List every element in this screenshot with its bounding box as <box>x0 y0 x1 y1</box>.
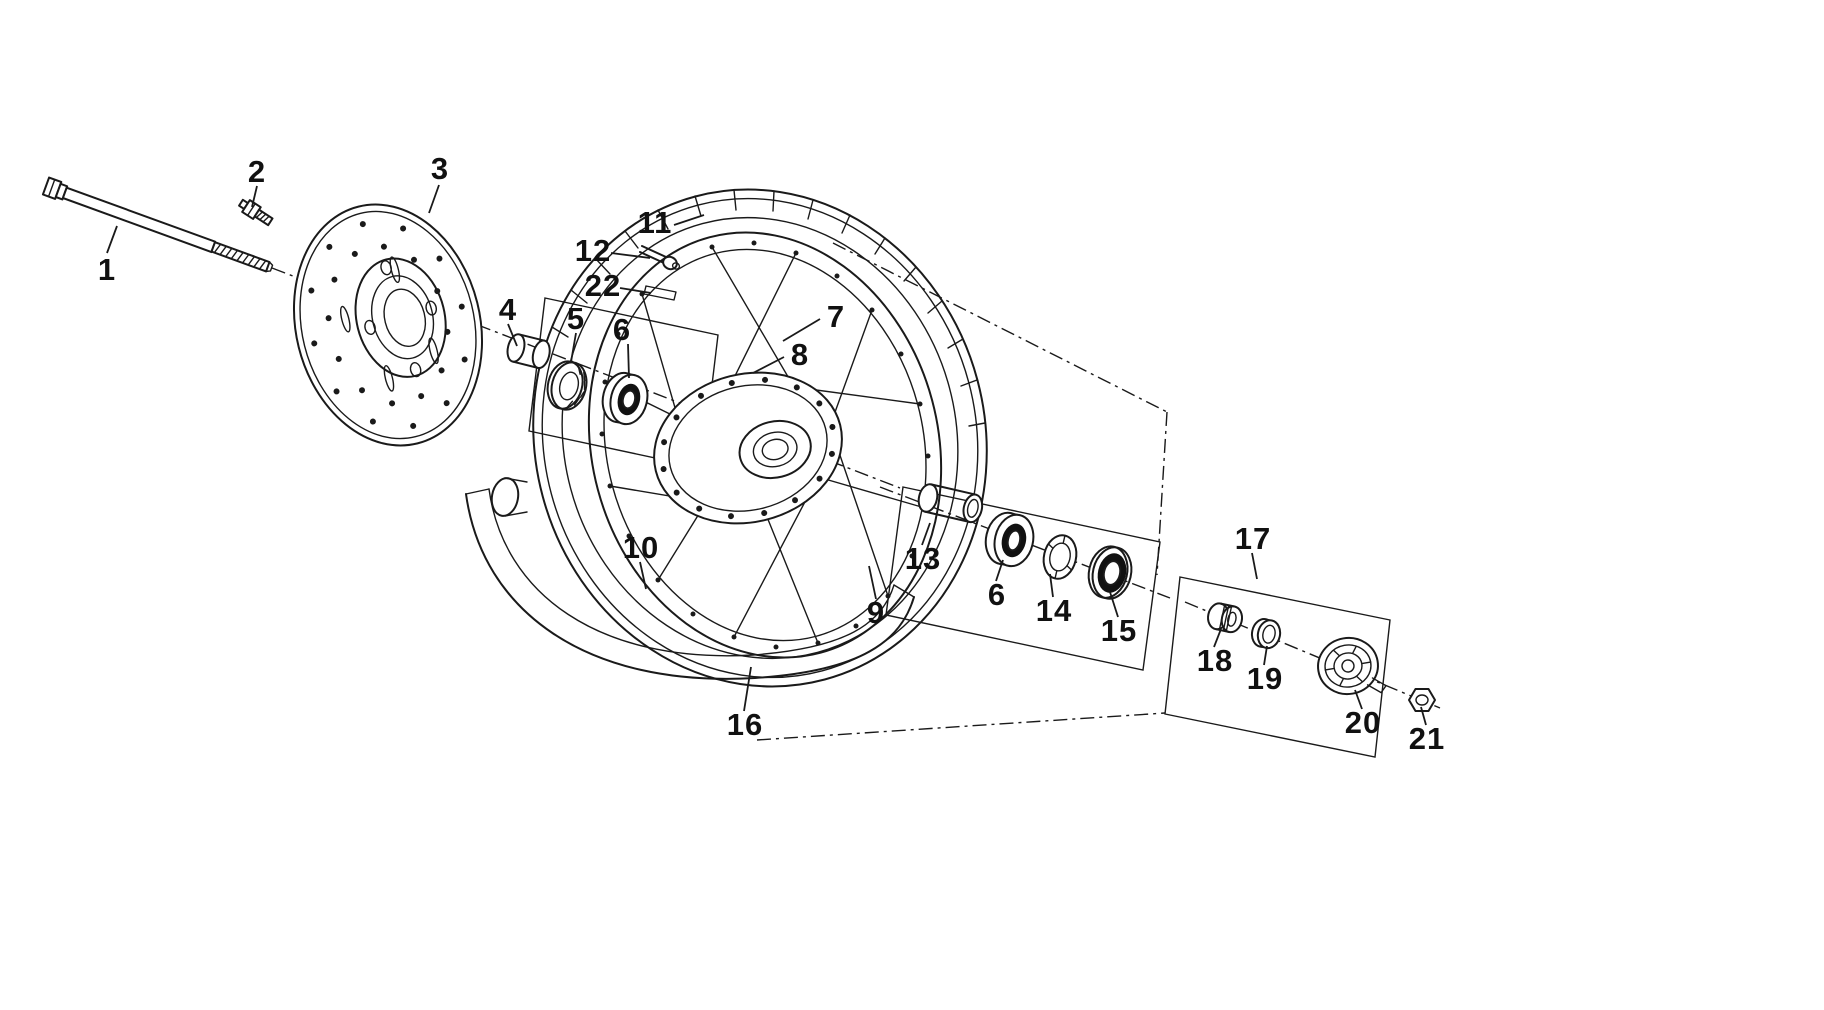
gearbox-drawing-20 <box>1317 636 1387 696</box>
leader-lines <box>106 184 1427 726</box>
valve-stem-drawing-12 <box>639 245 681 271</box>
part-callout-10: 10 <box>622 530 660 565</box>
part-callout-3: 3 <box>430 151 450 186</box>
retainer-drawing-14 <box>1042 534 1078 580</box>
rim-band-drawing <box>465 477 915 680</box>
collar-drawing-4 <box>506 333 551 370</box>
group-box-17 <box>1164 576 1391 758</box>
part-callout-18: 18 <box>1196 643 1234 678</box>
spacer-drawing-13 <box>917 483 984 524</box>
oil-seal-drawing-15 <box>1087 545 1133 600</box>
part-callout-20: 20 <box>1344 705 1382 740</box>
hub-flange-holes <box>660 376 836 520</box>
dust-seal-drawing-5 <box>546 360 588 411</box>
tire-tread-marks <box>551 189 986 427</box>
part-callout-7: 7 <box>826 299 846 334</box>
gear-drawing-18 <box>1207 602 1244 634</box>
bushing-drawing-19 <box>1250 618 1282 650</box>
bearing-drawing-6-right <box>984 511 1035 568</box>
part-callout-19: 19 <box>1246 661 1284 696</box>
part-callout-12: 12 <box>574 233 612 268</box>
part-callout-22: 22 <box>584 268 622 303</box>
part-callout-1: 1 <box>97 252 117 287</box>
part-callout-15: 15 <box>1100 613 1138 648</box>
part-callout-21: 21 <box>1408 721 1446 756</box>
part-callout-6-right: 6 <box>987 577 1007 612</box>
part-callout-5: 5 <box>566 301 586 336</box>
part-callout-6-left: 6 <box>612 312 632 347</box>
part-callout-4: 4 <box>498 292 518 327</box>
part-callout-11: 11 <box>637 205 673 240</box>
disc-drilled-holes <box>308 221 468 429</box>
disc-slots <box>339 256 439 392</box>
bolt-drawing <box>238 198 274 227</box>
part-callout-17: 17 <box>1234 521 1272 556</box>
part-callout-8: 8 <box>790 337 810 372</box>
tire-drawing <box>532 188 988 688</box>
part-callout-2: 2 <box>247 154 267 189</box>
bearing-drawing-6-left <box>601 371 649 426</box>
part-callout-13: 13 <box>904 541 942 576</box>
brake-disc-drawing <box>292 203 484 447</box>
part-callout-16: 16 <box>726 707 764 742</box>
axle-drawing <box>41 176 274 273</box>
part-callout-14: 14 <box>1035 593 1073 628</box>
hub-drawing <box>653 371 843 525</box>
part-callout-9: 9 <box>866 595 886 630</box>
group-box-right <box>885 486 1161 671</box>
axle-nut-drawing-21 <box>1408 688 1436 712</box>
